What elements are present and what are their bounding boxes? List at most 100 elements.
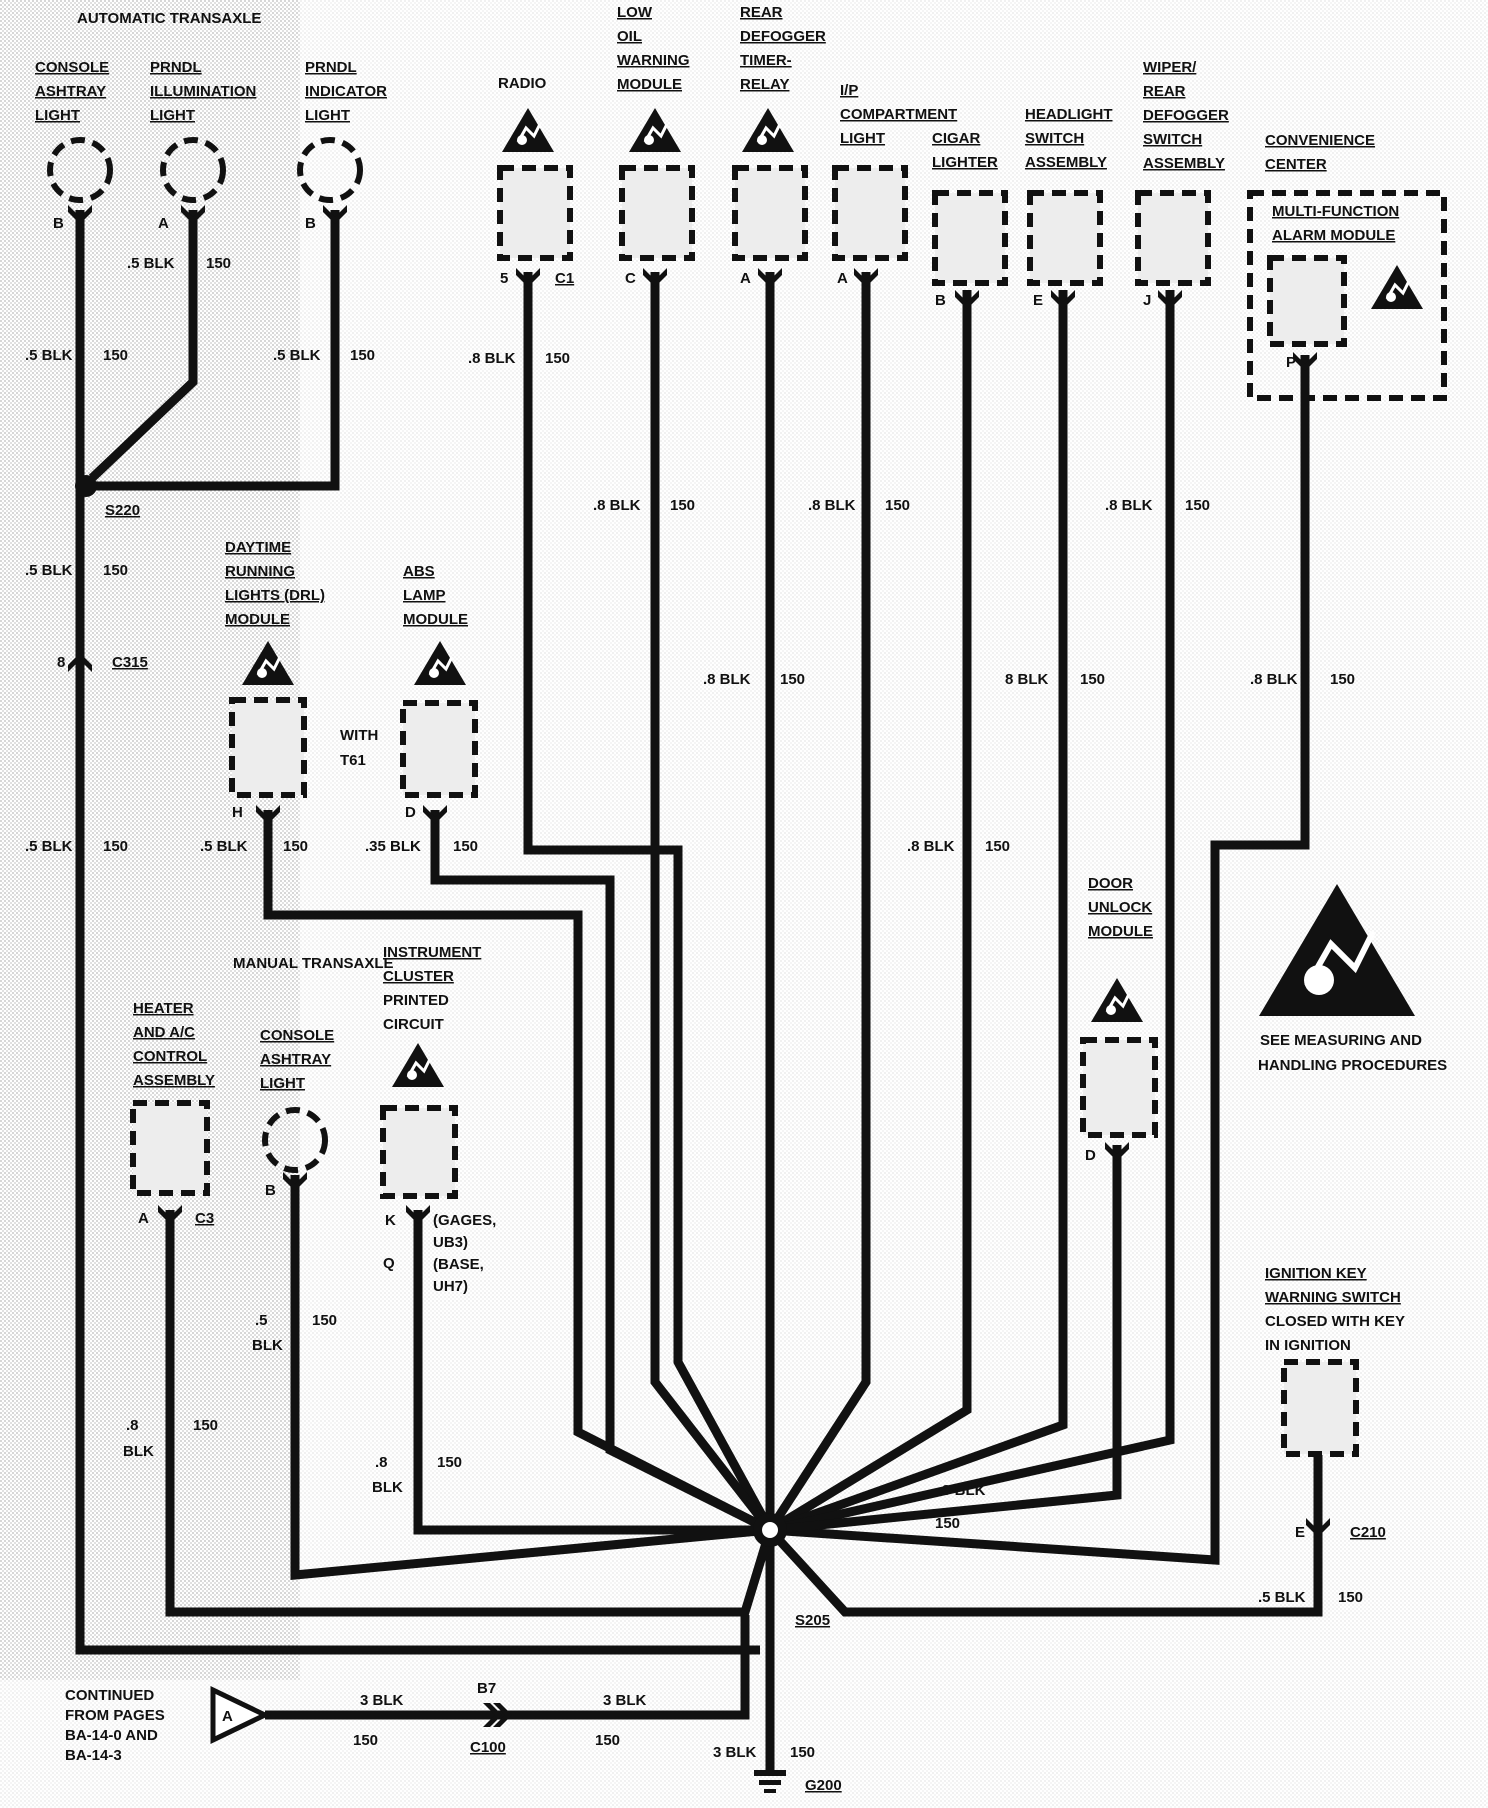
label: UNLOCK [1088,899,1152,916]
connector-label: C315 [112,654,148,671]
label: SWITCH [1025,130,1084,147]
pin: A [138,1210,149,1227]
headlight-switch-box [1027,190,1103,286]
label: DAYTIME [225,539,291,556]
label: WARNING SWITCH [1265,1289,1401,1306]
label: (BASE, [433,1256,484,1273]
label: CONSOLE [35,59,109,76]
section-label: MANUAL TRANSAXLE [233,955,394,972]
label: MODULE [617,76,682,93]
label: LIGHTS (DRL) [225,587,325,604]
continued-note: CONTINUED [65,1687,154,1704]
wire-label: .5 BLK [25,838,73,855]
wire-label: 150 [1080,671,1105,688]
s205-splice-center [762,1522,778,1538]
wire-label: 3 BLK [360,1692,404,1709]
label: LIGHT [35,107,80,124]
pin: 8 [57,654,65,671]
pin: H [232,804,243,821]
wire-label: 150 [885,497,910,514]
console-ashtray-light-mt [262,1107,328,1173]
label: UH7) [433,1278,468,1295]
wire-label: 150 [595,1732,620,1749]
pin: Q [383,1255,395,1272]
label: HEADLIGHT [1025,106,1113,123]
door-unlock-box [1080,1037,1158,1138]
label: CENTER [1265,156,1327,173]
wire-label: .8 BLK [1250,671,1298,688]
prndl-illumination-light [160,137,226,203]
wire-label: .5 BLK [127,255,175,272]
esd-note: SEE MEASURING AND [1260,1032,1422,1049]
label: PRNDL [150,59,202,76]
connector-a-label: A [222,1708,233,1725]
connector-a [210,1686,271,1744]
multifunction-alarm-box [1267,255,1347,347]
label: I/P [840,82,858,99]
pin: E [1295,1524,1305,1541]
label: RELAY [740,76,789,93]
label: ASSEMBLY [133,1072,215,1089]
wire-label: 150 [350,347,375,364]
pin: A [740,270,751,287]
wire-label: .8 BLK [468,350,516,367]
pin: A [837,270,848,287]
pin: D [405,804,416,821]
label: CIRCUIT [383,1016,444,1033]
wire-label: .5 BLK [273,347,321,364]
esd-large-icon [1259,884,1415,1016]
pin: B [935,292,946,309]
wire-label: 3 BLK [603,1692,647,1709]
label: T61 [340,752,366,769]
label: UB3) [433,1234,468,1251]
label: WIPER/ [1143,59,1197,76]
label: CIGAR [932,130,981,147]
console-ashtray-light-at [47,137,113,203]
low-oil-box [619,165,695,261]
label: SWITCH [1143,131,1202,148]
wiper-switch-box [1135,190,1211,286]
label: MODULE [403,611,468,628]
connector-label: C210 [1350,1524,1386,1541]
pin: B7 [477,1680,496,1697]
wire-label: .8 BLK [703,671,751,688]
wire-label: 150 [453,838,478,855]
label: DEFOGGER [740,28,826,45]
wire-label: .8 BLK [907,838,955,855]
label: TIMER- [740,52,792,69]
label: ASSEMBLY [1025,154,1107,171]
label: CLOSED WITH KEY [1265,1313,1405,1330]
label: RADIO [498,75,547,92]
connector-label: C3 [195,1210,214,1227]
pin: C [625,270,636,287]
wire-label: .8 BLK [938,1482,986,1499]
wire-label: .8 BLK [1105,497,1153,514]
wire-label: 150 [790,1744,815,1761]
esd-symbols [240,106,1425,1089]
cigar-lighter-box [932,190,1008,286]
label: AND A/C [133,1024,195,1041]
label: IN IGNITION [1265,1337,1351,1354]
wire-label: 150 [545,350,570,367]
connector-label: C1 [555,270,574,287]
label: LIGHT [260,1075,305,1092]
label: LAMP [403,587,446,604]
label: MODULE [225,611,290,628]
splice-label: S205 [795,1612,830,1629]
wire-label: .8 BLK [808,497,856,514]
label: LIGHT [305,107,350,124]
label: OIL [617,28,642,45]
wire-label: 150 [206,255,231,272]
wire-label: 150 [312,1312,337,1329]
pin: A [158,215,169,232]
drl-module-box [229,697,307,798]
wire-label: .8 [126,1417,139,1434]
label: PRNDL [305,59,357,76]
wire-label: .5 BLK [200,838,248,855]
label: MULTI-FUNCTION [1272,203,1399,220]
connector-chevrons [68,205,1330,1727]
pin: P [1286,354,1296,371]
ground-label: G200 [805,1777,842,1794]
label: ASSEMBLY [1143,155,1225,172]
